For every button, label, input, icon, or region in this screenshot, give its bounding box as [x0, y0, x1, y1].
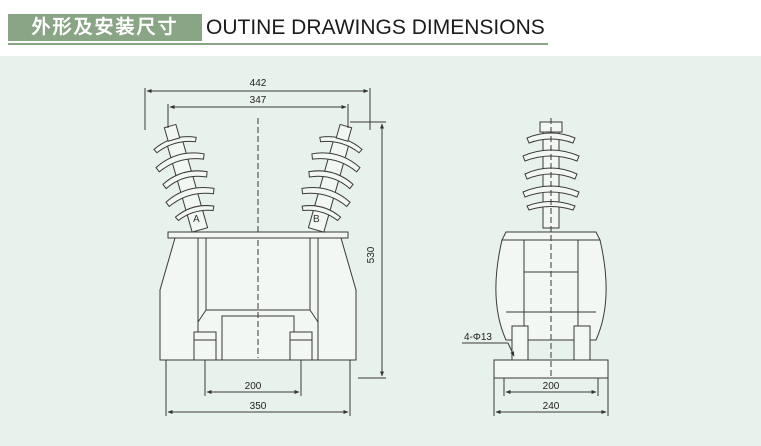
side-hole-spec: 4-Φ13 — [464, 332, 492, 343]
side-body — [493, 118, 609, 379]
front-body — [159, 231, 357, 361]
drawing-panel: A B 442 — [0, 56, 761, 446]
section-title-chinese: 外形及安装尺寸 — [8, 14, 202, 41]
dim-side-mount-value: 200 — [543, 381, 560, 392]
dim-front-mount — [204, 378, 302, 396]
bushing-b — [301, 123, 363, 233]
bushing-b-label: B — [313, 214, 320, 225]
side-hole-leader — [462, 342, 515, 357]
front-view: A B 442 — [144, 78, 386, 416]
dim-terminal-spacing — [167, 104, 349, 128]
dim-front-mount-value: 200 — [245, 381, 262, 392]
dim-overall-width — [144, 88, 371, 130]
dim-height — [350, 121, 386, 379]
dim-base-depth — [493, 378, 609, 416]
side-view: 4-Φ13 200 240 — [462, 118, 609, 416]
dim-base-width-value: 350 — [250, 401, 267, 412]
bushing-a-label: A — [193, 214, 200, 225]
dim-base-width — [165, 360, 351, 416]
section-title-english: OUTINE DRAWINGS DIMENSIONS — [206, 16, 545, 39]
outline-drawing: A B 442 — [144, 78, 609, 416]
header-underline — [8, 43, 548, 45]
front-mount-foot-right — [289, 331, 313, 378]
dim-side-mount — [503, 378, 599, 396]
dim-base-depth-value: 240 — [543, 401, 560, 412]
bushing-a — [153, 123, 215, 233]
front-mount-foot-left — [193, 331, 217, 378]
dim-terminal-spacing-value: 347 — [250, 95, 267, 106]
dim-overall-width-value: 442 — [250, 78, 267, 89]
dim-height-value: 530 — [366, 246, 377, 263]
section-header: 外形及安装尺寸 OUTINE DRAWINGS DIMENSIONS — [0, 6, 761, 46]
